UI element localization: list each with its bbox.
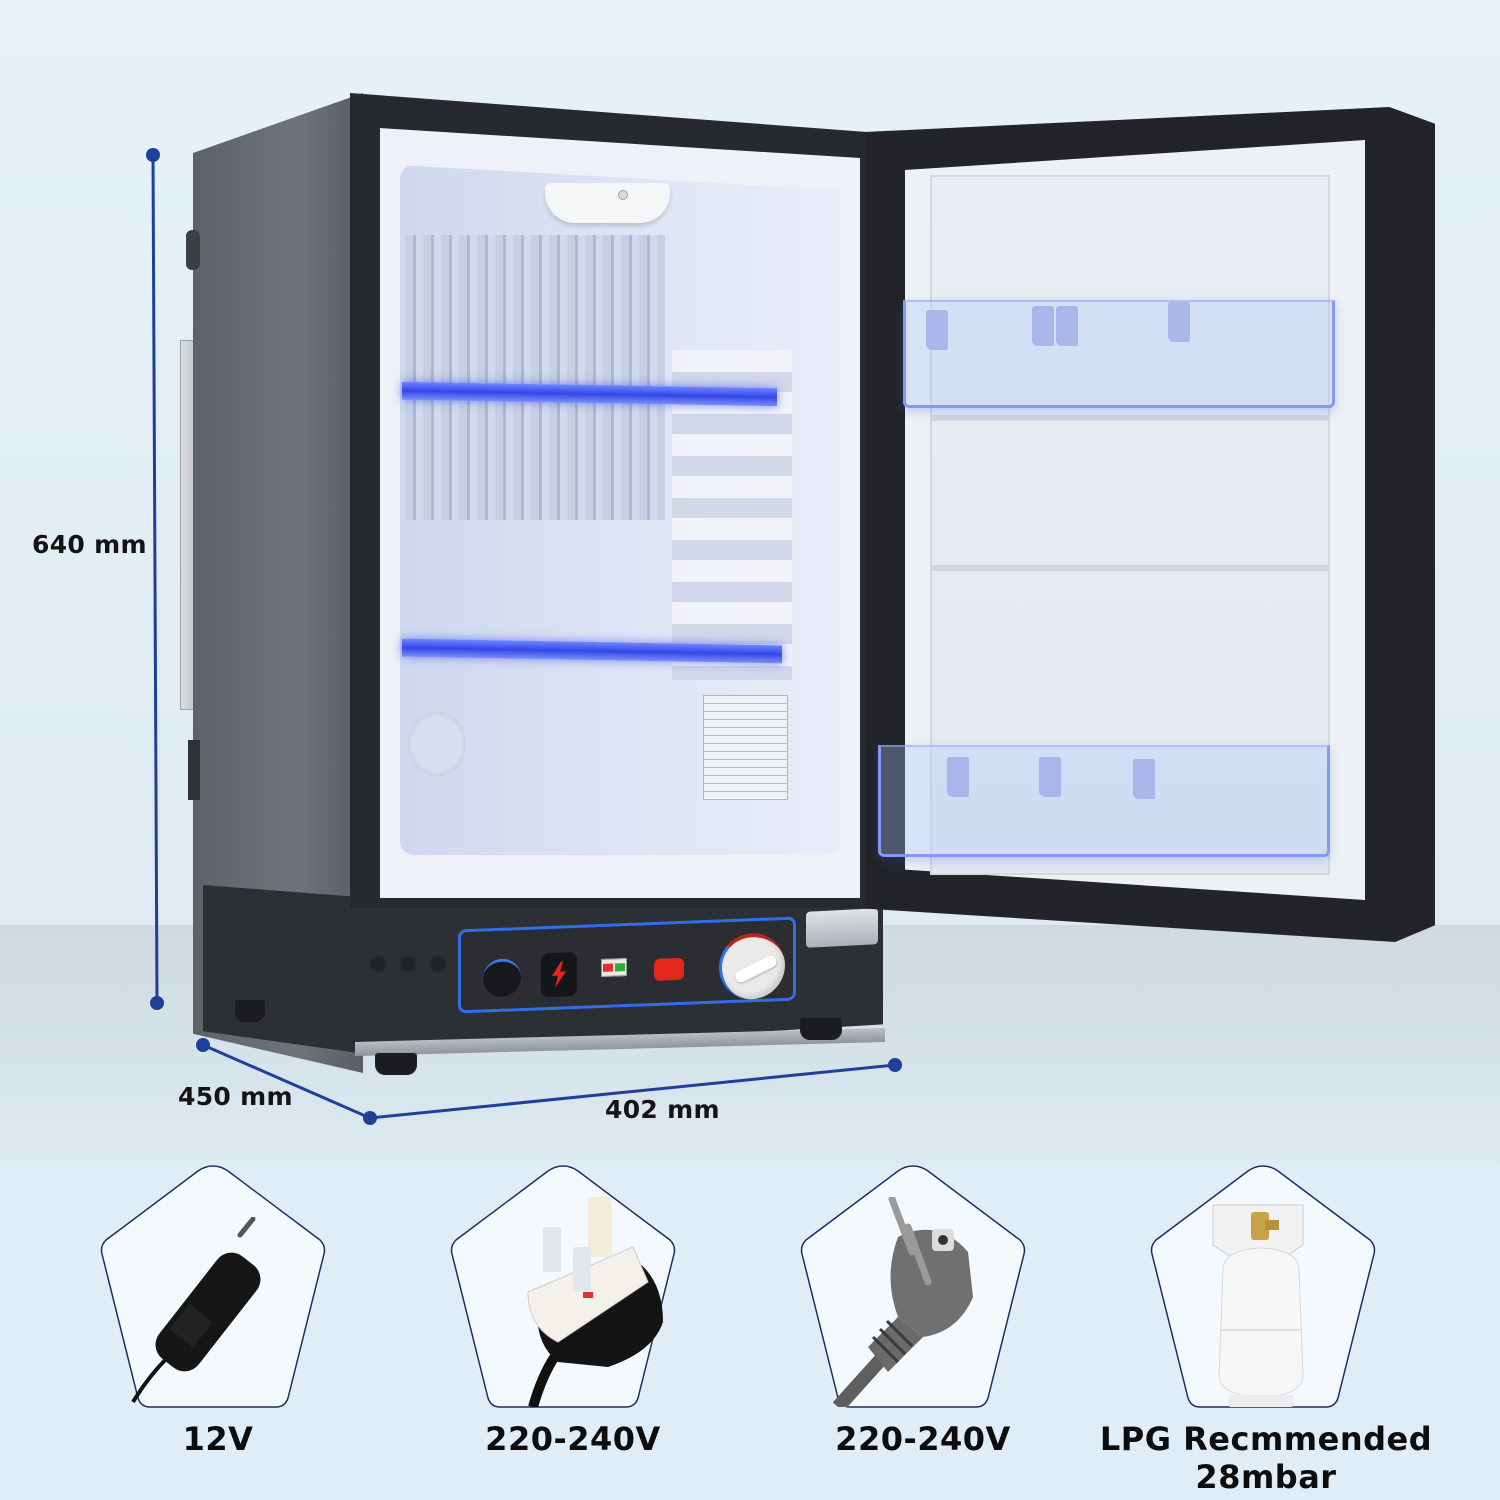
rating-label bbox=[703, 695, 788, 800]
side-connector bbox=[188, 740, 200, 800]
cooling-fins bbox=[405, 235, 665, 520]
power-option-eu-plug bbox=[798, 1162, 1038, 1412]
gas-valve-button[interactable] bbox=[654, 957, 684, 981]
power-option-12v bbox=[98, 1162, 338, 1412]
lightning-icon bbox=[552, 961, 566, 988]
door-bin-upper[interactable] bbox=[903, 300, 1335, 408]
door-rib bbox=[930, 415, 1330, 421]
piezo-igniter-button[interactable] bbox=[541, 951, 577, 998]
side-knob bbox=[186, 230, 200, 270]
door-hinge bbox=[806, 908, 878, 948]
refrigerator-illustration bbox=[0, 0, 1500, 1100]
power-option-label-uk-plug: 220-240V bbox=[485, 1420, 661, 1458]
eu-plug-icon bbox=[832, 1197, 973, 1407]
door-rib bbox=[930, 565, 1330, 571]
power-option-label-lpg: LPG Recmmended 28mbar bbox=[1086, 1420, 1446, 1496]
uk-plug-icon bbox=[527, 1197, 663, 1407]
thermostat-knob[interactable] bbox=[483, 958, 521, 998]
interior-light bbox=[545, 183, 670, 223]
base-buttons bbox=[368, 954, 448, 978]
fridge-foot bbox=[800, 1018, 842, 1040]
power-option-label-eu-plug: 220-240V bbox=[835, 1420, 1011, 1458]
gas-cylinder-icon bbox=[1212, 1204, 1304, 1407]
width-dimension-label: 402 mm bbox=[605, 1095, 720, 1124]
depth-dimension-label: 450 mm bbox=[178, 1082, 293, 1111]
door-bin-lower[interactable] bbox=[878, 745, 1330, 857]
fridge-foot bbox=[375, 1053, 417, 1075]
flame-indicator bbox=[601, 958, 627, 977]
lpg-label-line-2: 28mbar bbox=[1195, 1458, 1337, 1496]
door-liner bbox=[930, 175, 1330, 875]
control-panel bbox=[458, 916, 796, 1014]
drain-plug bbox=[408, 712, 466, 776]
power-option-lpg bbox=[1148, 1162, 1388, 1412]
lpg-label-line-1: LPG Recmmended bbox=[1099, 1420, 1433, 1458]
height-dimension-label: 640 mm bbox=[32, 530, 147, 559]
light-switch bbox=[618, 190, 628, 200]
fridge-foot bbox=[235, 1000, 265, 1022]
power-option-label-12v: 12V bbox=[182, 1420, 254, 1458]
mode-selector-dial[interactable] bbox=[719, 931, 785, 1001]
power-option-uk-plug bbox=[448, 1162, 688, 1412]
car-plug-icon bbox=[131, 1217, 261, 1404]
